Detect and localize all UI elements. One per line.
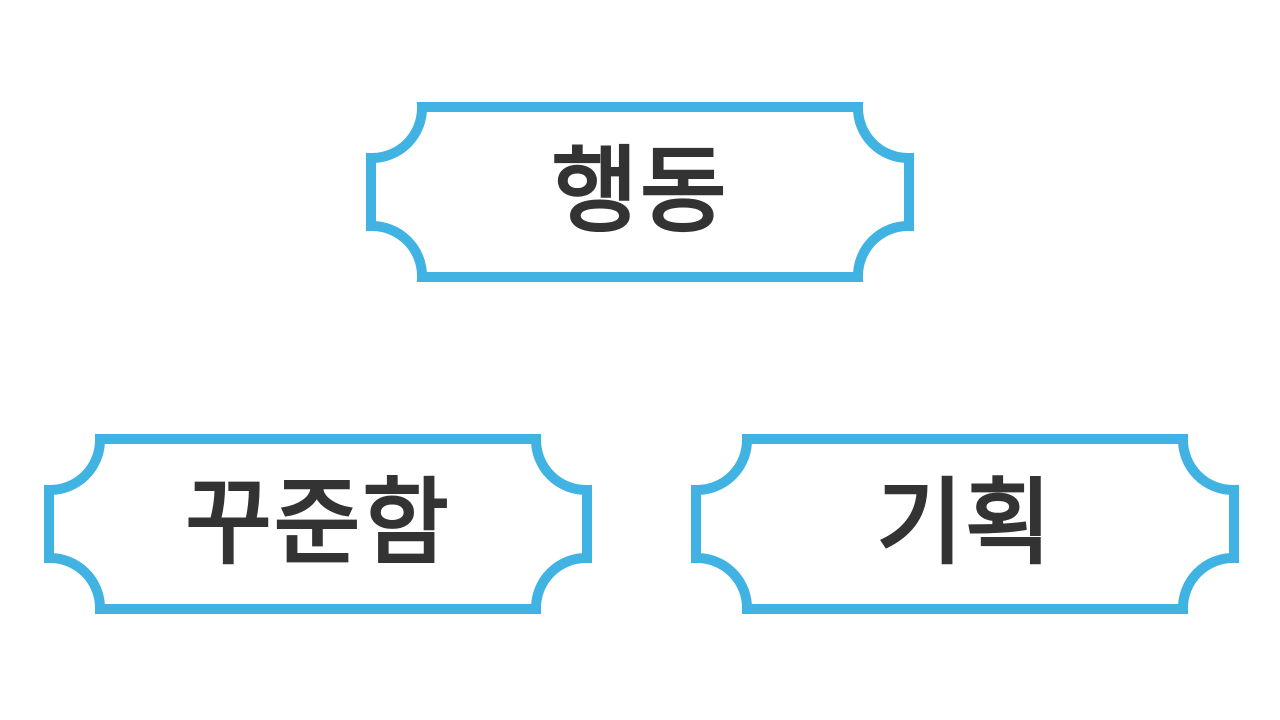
card-frame — [44, 434, 592, 614]
card-frame — [691, 434, 1239, 614]
card-label: 꾸준함 — [185, 469, 451, 578]
left-card: 꾸준함 — [44, 434, 592, 614]
card-frame — [366, 102, 914, 282]
card-label: 기획 — [876, 469, 1054, 578]
right-card: 기획 — [691, 434, 1239, 614]
top-card: 행동 — [366, 102, 914, 282]
card-label: 행동 — [551, 137, 729, 246]
